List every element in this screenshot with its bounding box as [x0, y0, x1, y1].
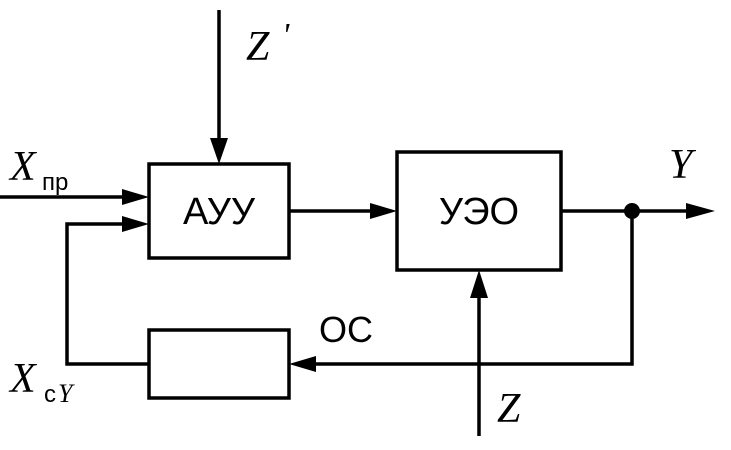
z-arrowhead: [470, 270, 488, 298]
x-pr-label-main: X: [8, 144, 38, 190]
feedback-block: [147, 328, 291, 400]
feedback-branch-arrowhead: [289, 356, 316, 372]
x-pr-arrowhead: [122, 189, 149, 205]
x-pr-label-sub: пр: [42, 169, 68, 196]
feedback-in-arrowhead: [122, 216, 149, 232]
ueo-block: [395, 150, 563, 272]
z-label: Z: [497, 386, 521, 432]
y-label: Y: [669, 142, 697, 188]
auu-label: АУУ: [183, 191, 256, 233]
auu-to-ueo-arrowhead: [370, 203, 397, 219]
ueo-label: УЭО: [439, 191, 519, 233]
z-prime-arrowhead: [210, 138, 228, 164]
x-cy-label-sub: c: [44, 381, 56, 408]
x-cy-label-sub2: Y: [58, 379, 75, 408]
x-cy-label-main: X: [8, 356, 38, 402]
auu-block: [147, 162, 291, 260]
output-arrowhead: [686, 203, 715, 219]
oc-label: ОС: [319, 309, 373, 350]
z-prime-label: Z: [246, 24, 270, 70]
feedback-return-line: [65, 222, 149, 366]
feedback-branch-line: [314, 211, 634, 366]
z-prime-mark: ': [282, 17, 290, 54]
